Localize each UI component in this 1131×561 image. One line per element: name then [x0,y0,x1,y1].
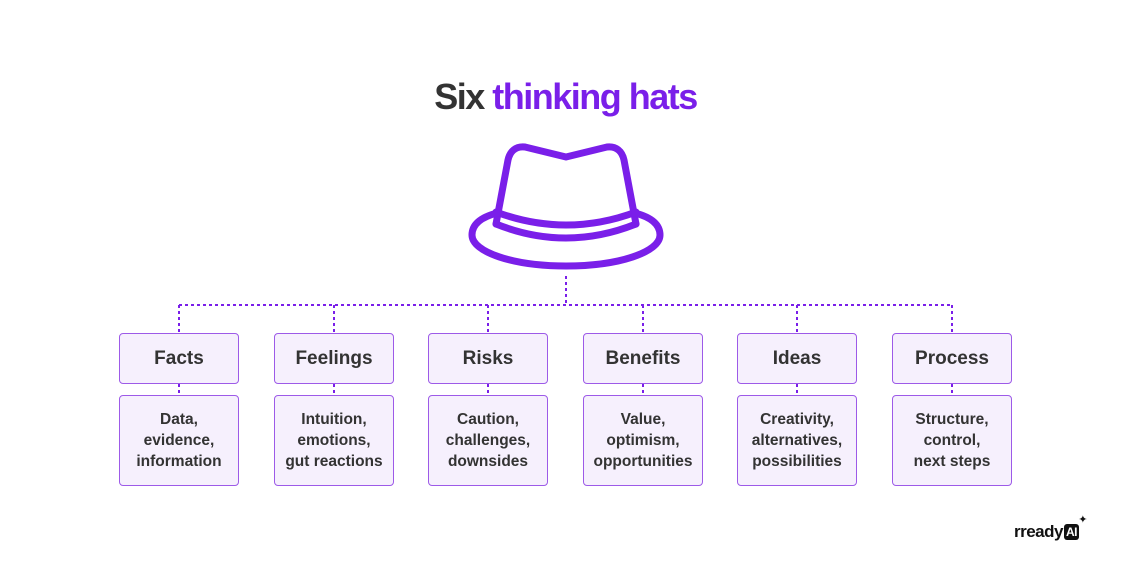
description-line: Intuition, [301,411,367,428]
brand-logo: rready AI ✦ [1014,515,1087,545]
description-line: Structure, [915,411,989,428]
description-line: Value, [620,411,666,428]
description-line: alternatives, [751,432,843,449]
description-line: gut reactions [285,453,383,470]
description-line: optimism, [606,432,680,449]
description-line: possibilities [752,453,842,470]
fedora-hat-icon [468,143,664,270]
hat-label: Feelings [295,347,373,369]
description-line: downsides [447,453,529,470]
title-plain: Six [434,76,485,117]
description-line: opportunities [593,453,693,470]
logo-badge-text: AI [1065,525,1078,539]
hat-card-process: Process [892,333,1012,384]
description-line: challenges, [445,432,531,449]
hat-description-risks: Caution, challenges, downsides [428,395,548,486]
description-line: next steps [913,453,991,470]
hat-description-benefits: Value, optimism, opportunities [583,395,703,486]
hat-card-feelings: Feelings [274,333,394,384]
hat-card-risks: Risks [428,333,548,384]
title-accent: thinking hats [492,76,698,117]
hat-card-facts: Facts [119,333,239,384]
hat-label: Process [915,347,989,369]
logo-text: rready [1014,522,1063,541]
hat-label: Ideas [772,347,822,369]
hat-label: Facts [154,347,204,369]
hat-card-benefits: Benefits [583,333,703,384]
description-line: emotions, [297,432,371,449]
hat-label: Benefits [605,347,681,369]
description-line: Caution, [457,411,519,428]
description-line: Data, [160,411,198,428]
hat-description-feelings: Intuition, emotions, gut reactions [274,395,394,486]
diagram-title: Six thinking hats [0,72,1131,122]
hat-description-facts: Data, evidence, information [119,395,239,486]
hat-description-process: Structure, control, next steps [892,395,1012,486]
sparkle-icon: ✦ [1078,514,1087,526]
logo-badge: AI ✦ [1063,515,1087,540]
hat-label: Risks [462,347,514,369]
description-line: control, [923,432,981,449]
hat-card-ideas: Ideas [737,333,857,384]
description-line: Creativity, [760,411,834,428]
hat-description-ideas: Creativity, alternatives, possibilities [737,395,857,486]
description-line: evidence, [143,432,215,449]
description-line: information [136,453,222,470]
